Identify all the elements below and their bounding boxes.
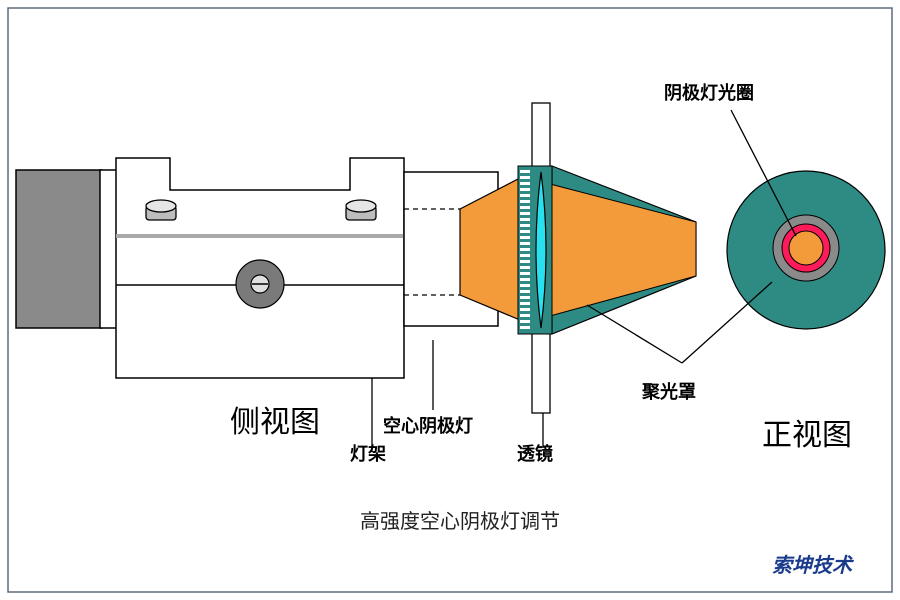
label-side-view: 侧视图 [230, 405, 320, 440]
lens-hatch-stripe [520, 170, 530, 173]
leader-cathode-ring [730, 109, 797, 237]
label-front-view: 正视图 [762, 418, 852, 453]
lens-hatch-stripe [520, 290, 530, 293]
lens-hatch-stripe [520, 236, 530, 239]
leader-hood-2 [681, 281, 773, 364]
lens-hatch-stripe [520, 314, 530, 317]
light-beam-right [549, 183, 697, 317]
lens-hatch-stripe [520, 224, 530, 227]
lens-hatch-stripe [520, 218, 530, 221]
lens-hatch-stripe [520, 176, 530, 179]
side-view [15, 102, 697, 414]
front-view [726, 170, 886, 330]
lens-hatch-stripe [520, 326, 530, 329]
lens-hatch-stripe [520, 320, 530, 323]
cathode-ring-core [788, 230, 824, 266]
lens-hatch-stripe [520, 272, 530, 275]
lens-hatch-stripe [520, 266, 530, 269]
lens-hatch-stripe [520, 200, 530, 203]
knob-left [145, 199, 177, 221]
lamp-end-cap [15, 169, 103, 329]
leader-lines [371, 109, 797, 452]
knob-right [345, 199, 377, 221]
lens-hatch-stripe [520, 278, 530, 281]
lens [535, 171, 547, 329]
lens-hatch-stripe [520, 188, 530, 191]
lens-hatch-stripe [520, 284, 530, 287]
leader-hood-1 [586, 304, 683, 364]
lens-hatch-stripe [520, 302, 530, 305]
lens-hatch-stripe [520, 230, 530, 233]
lens-hatch-stripe [520, 254, 530, 257]
lens-hatch-stripe [520, 194, 530, 197]
lens-hatch-stripe [520, 182, 530, 185]
lens-hatch-stripe [520, 248, 530, 251]
lens-hatch-stripe [520, 212, 530, 215]
lens-hatch [520, 170, 530, 329]
label-cathode-ring: 阴极灯光圈 [664, 82, 754, 104]
label-lens: 透镜 [517, 443, 553, 465]
diagram-caption: 高强度空心阴极灯调节 [360, 509, 560, 533]
lens-hatch-stripe [520, 206, 530, 209]
lens-hatch-stripe [520, 242, 530, 245]
watermark: 索坤技术 [772, 553, 854, 577]
label-lamp-holder: 灯架 [350, 443, 386, 465]
adjust-screw [235, 259, 285, 309]
label-hollow-cathode-lamp: 空心阴极灯 [383, 415, 473, 437]
label-condenser-hood: 聚光罩 [641, 381, 696, 403]
lens-hatch-stripe [520, 260, 530, 263]
outer-frame [7, 7, 893, 593]
lens-hatch-stripe [520, 296, 530, 299]
lens-hatch-stripe [520, 308, 530, 311]
